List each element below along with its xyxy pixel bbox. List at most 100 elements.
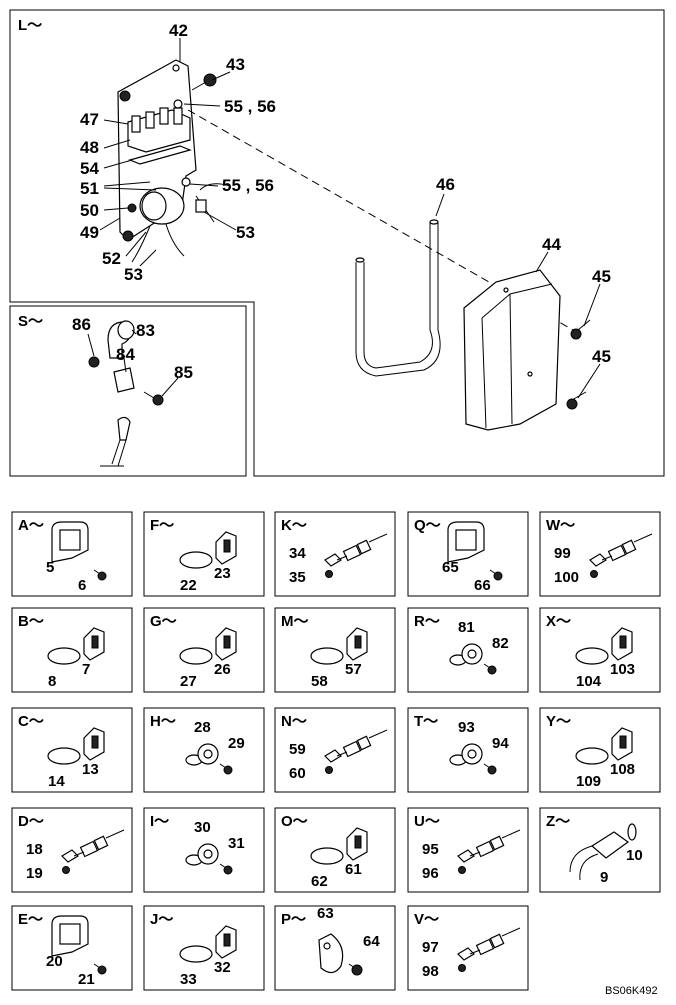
label-45-upper: 45 [592,267,611,286]
band-ring [47,747,81,765]
detail-box-label: I～ [150,813,169,830]
detail-box-label: K～ [281,517,307,534]
label-83: 83 [136,321,155,340]
section-label-s: S～ [18,313,43,330]
band-ring [179,551,213,569]
connector-plug [356,539,372,555]
clip-window [59,529,81,551]
label-55-56-upper: 55 , 56 [224,97,276,116]
bolt-head [487,665,497,675]
label-53-right: 53 [236,223,255,242]
label-47: 47 [80,110,99,129]
band-clip-window [354,635,362,649]
part-number-100: 100 [554,569,579,586]
detail-box-label: P～ [281,911,306,928]
detail-box-label: C～ [18,713,44,730]
part-number-98: 98 [422,963,439,980]
connector-body [342,740,362,758]
o-ring [627,823,637,841]
connector-plug [489,835,505,851]
main-leaders [99,38,601,399]
nut [458,866,466,874]
mounting-plate [117,59,231,263]
band-ring [310,647,344,665]
part-number-81: 81 [458,619,475,636]
part-number-7: 7 [82,661,90,678]
bolt-head [351,964,363,976]
label-43: 43 [226,55,245,74]
detail-box-label: Z～ [546,813,570,830]
detail-box-label: V～ [414,911,439,928]
clip-window [455,529,477,551]
part-number-30: 30 [194,819,211,836]
part-number-104: 104 [576,673,602,690]
bolt-head [97,571,107,581]
band-ring [575,747,609,765]
nut [590,570,598,578]
part-number-8: 8 [48,673,56,690]
detail-box-label: T～ [414,713,438,730]
bolt-head [487,765,497,775]
part-number-6: 6 [78,577,86,594]
band-clip-window [223,635,231,649]
bolt-head [223,865,233,875]
inset-panel-s: S～ 86 83 84 85 [9,305,247,477]
part-number-33: 33 [180,971,197,988]
label-86: 86 [72,315,91,334]
label-52: 52 [102,249,121,268]
part-number-59: 59 [289,741,306,758]
band-ring [179,647,213,665]
label-84: 84 [116,345,135,364]
detail-box-label: X～ [546,613,571,630]
cover-44 [463,269,561,431]
detail-box-label: F～ [150,517,174,534]
label-42: 42 [169,21,188,40]
label-46: 46 [436,175,455,194]
part-number-97: 97 [422,939,439,956]
part-number-19: 19 [26,865,43,882]
connector-bracket [457,947,475,961]
connector-bracket [324,749,342,763]
part-number-21: 21 [78,971,95,988]
connector-body [607,544,627,562]
part-number-93: 93 [458,719,475,736]
part-number-108: 108 [610,761,635,778]
label-44: 44 [542,235,561,254]
detail-box-label: J～ [150,911,173,928]
detail-box-x: X～ 103 104 [539,607,661,693]
detail-box-label: O～ [281,813,308,830]
part-number-103: 103 [610,661,635,678]
part-number-35: 35 [289,569,306,586]
connector-bracket [324,553,342,567]
part-number-57: 57 [345,661,362,678]
band-clip-window [223,933,231,947]
detail-box-label: E～ [18,911,43,928]
label-45-lower: 45 [592,347,611,366]
tube-46 [355,219,441,377]
bolt-45-upper [570,319,591,340]
bolt-head [97,965,107,975]
connector-bracket [457,849,475,863]
bolt-head [223,765,233,775]
nut [325,766,333,774]
label-50: 50 [80,201,99,220]
clip-window [59,923,81,945]
connector-body [475,840,495,858]
detail-box-label: G～ [150,613,177,630]
part-number-58: 58 [311,673,328,690]
band-clip-window [91,635,99,649]
connector-body [342,544,362,562]
connector-plug [93,835,109,851]
